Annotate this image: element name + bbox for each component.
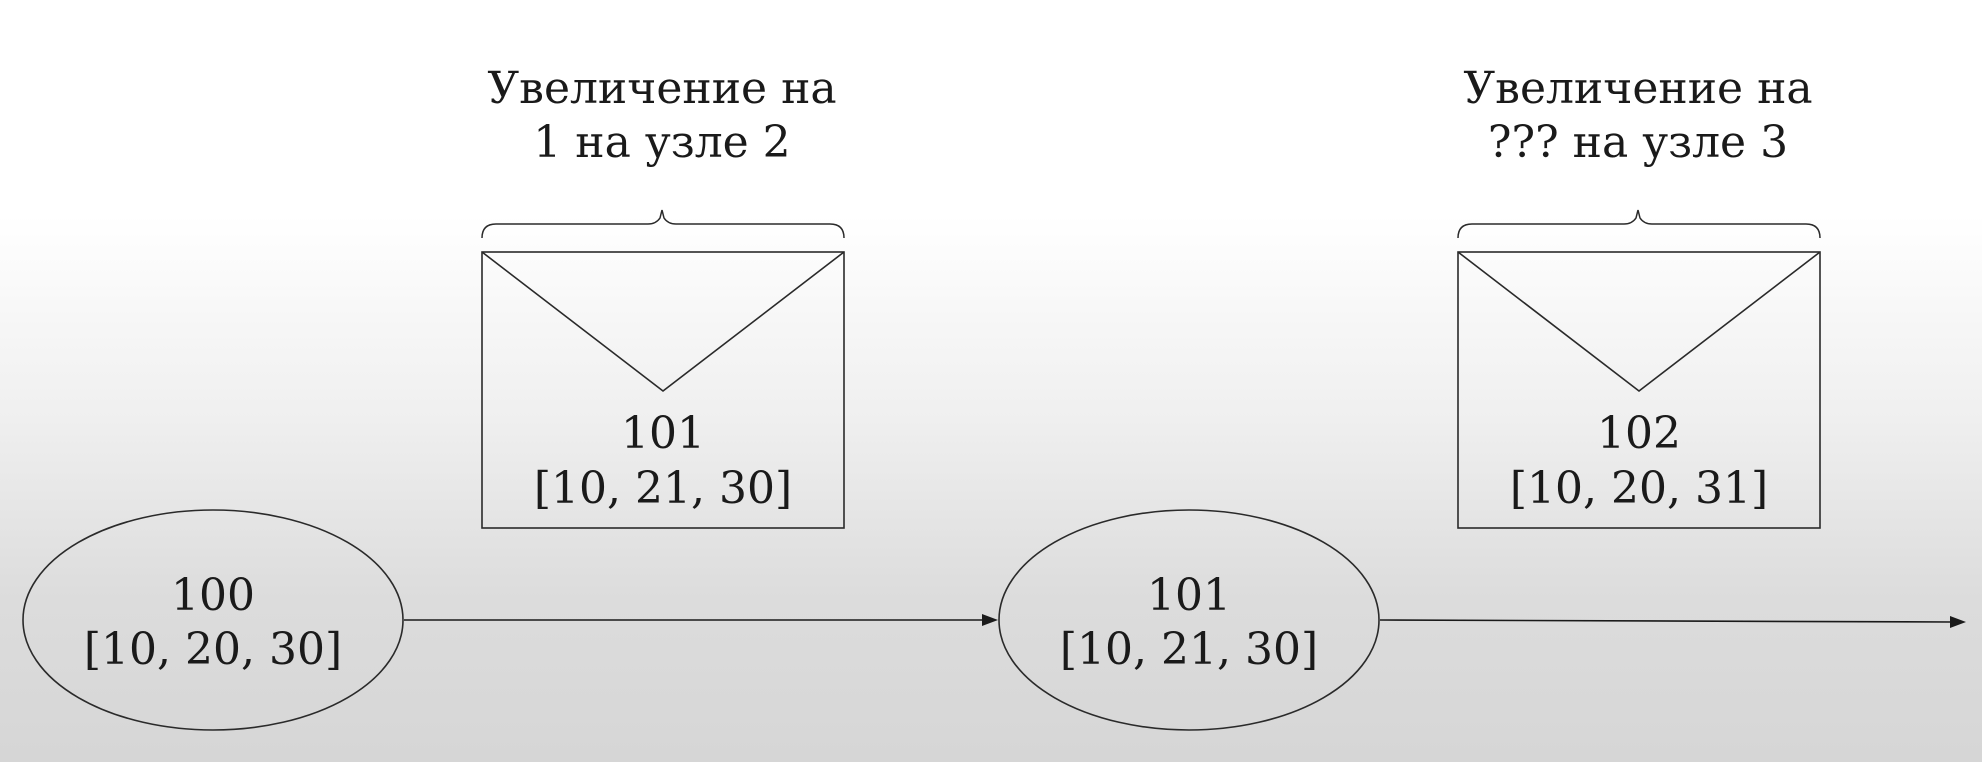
message-2-number: 102 <box>1597 408 1681 459</box>
timeline-arrowhead-2 <box>1950 616 1966 628</box>
message-2-caption-line-1: Увеличение на <box>1463 63 1812 114</box>
message-2-brace <box>1457 209 1821 239</box>
message-1-envelope-body <box>481 251 845 529</box>
node-1: 100 [10, 20, 30] <box>22 509 404 731</box>
timeline-arrowhead-1 <box>982 614 998 626</box>
message-2-caption-line-2: ??? на узле 3 <box>1488 117 1788 168</box>
node-2: 101 [10, 21, 30] <box>998 509 1380 731</box>
message-1: Увеличение на 1 на узле 2 101 [10, 21, 3… <box>481 63 845 529</box>
message-2-envelope-icon <box>1457 251 1821 529</box>
node-2-number: 101 <box>1147 570 1231 621</box>
node-2-ellipse <box>998 509 1380 731</box>
message-1-vector: [10, 21, 30] <box>534 463 792 514</box>
message-2: Увеличение на ??? на узле 3 102 [10, 20,… <box>1457 63 1821 529</box>
message-2-envelope-flap <box>1457 251 1821 393</box>
node-1-ellipse <box>22 509 404 731</box>
message-1-caption-line-2: 1 на узле 2 <box>533 117 790 168</box>
message-2-envelope-body <box>1457 251 1821 529</box>
message-1-number: 101 <box>621 408 705 459</box>
node-1-vector: [10, 20, 30] <box>84 624 342 675</box>
message-1-caption-line-1: Увеличение на <box>487 63 836 114</box>
node-1-number: 100 <box>171 570 255 621</box>
message-1-envelope-icon <box>481 251 845 529</box>
message-1-brace <box>481 209 845 239</box>
timeline <box>404 614 1966 628</box>
message-1-envelope-flap <box>481 251 845 393</box>
node-2-vector: [10, 21, 30] <box>1060 624 1318 675</box>
message-2-vector: [10, 20, 31] <box>1510 463 1768 514</box>
timeline-edge-2 <box>1379 619 1953 623</box>
